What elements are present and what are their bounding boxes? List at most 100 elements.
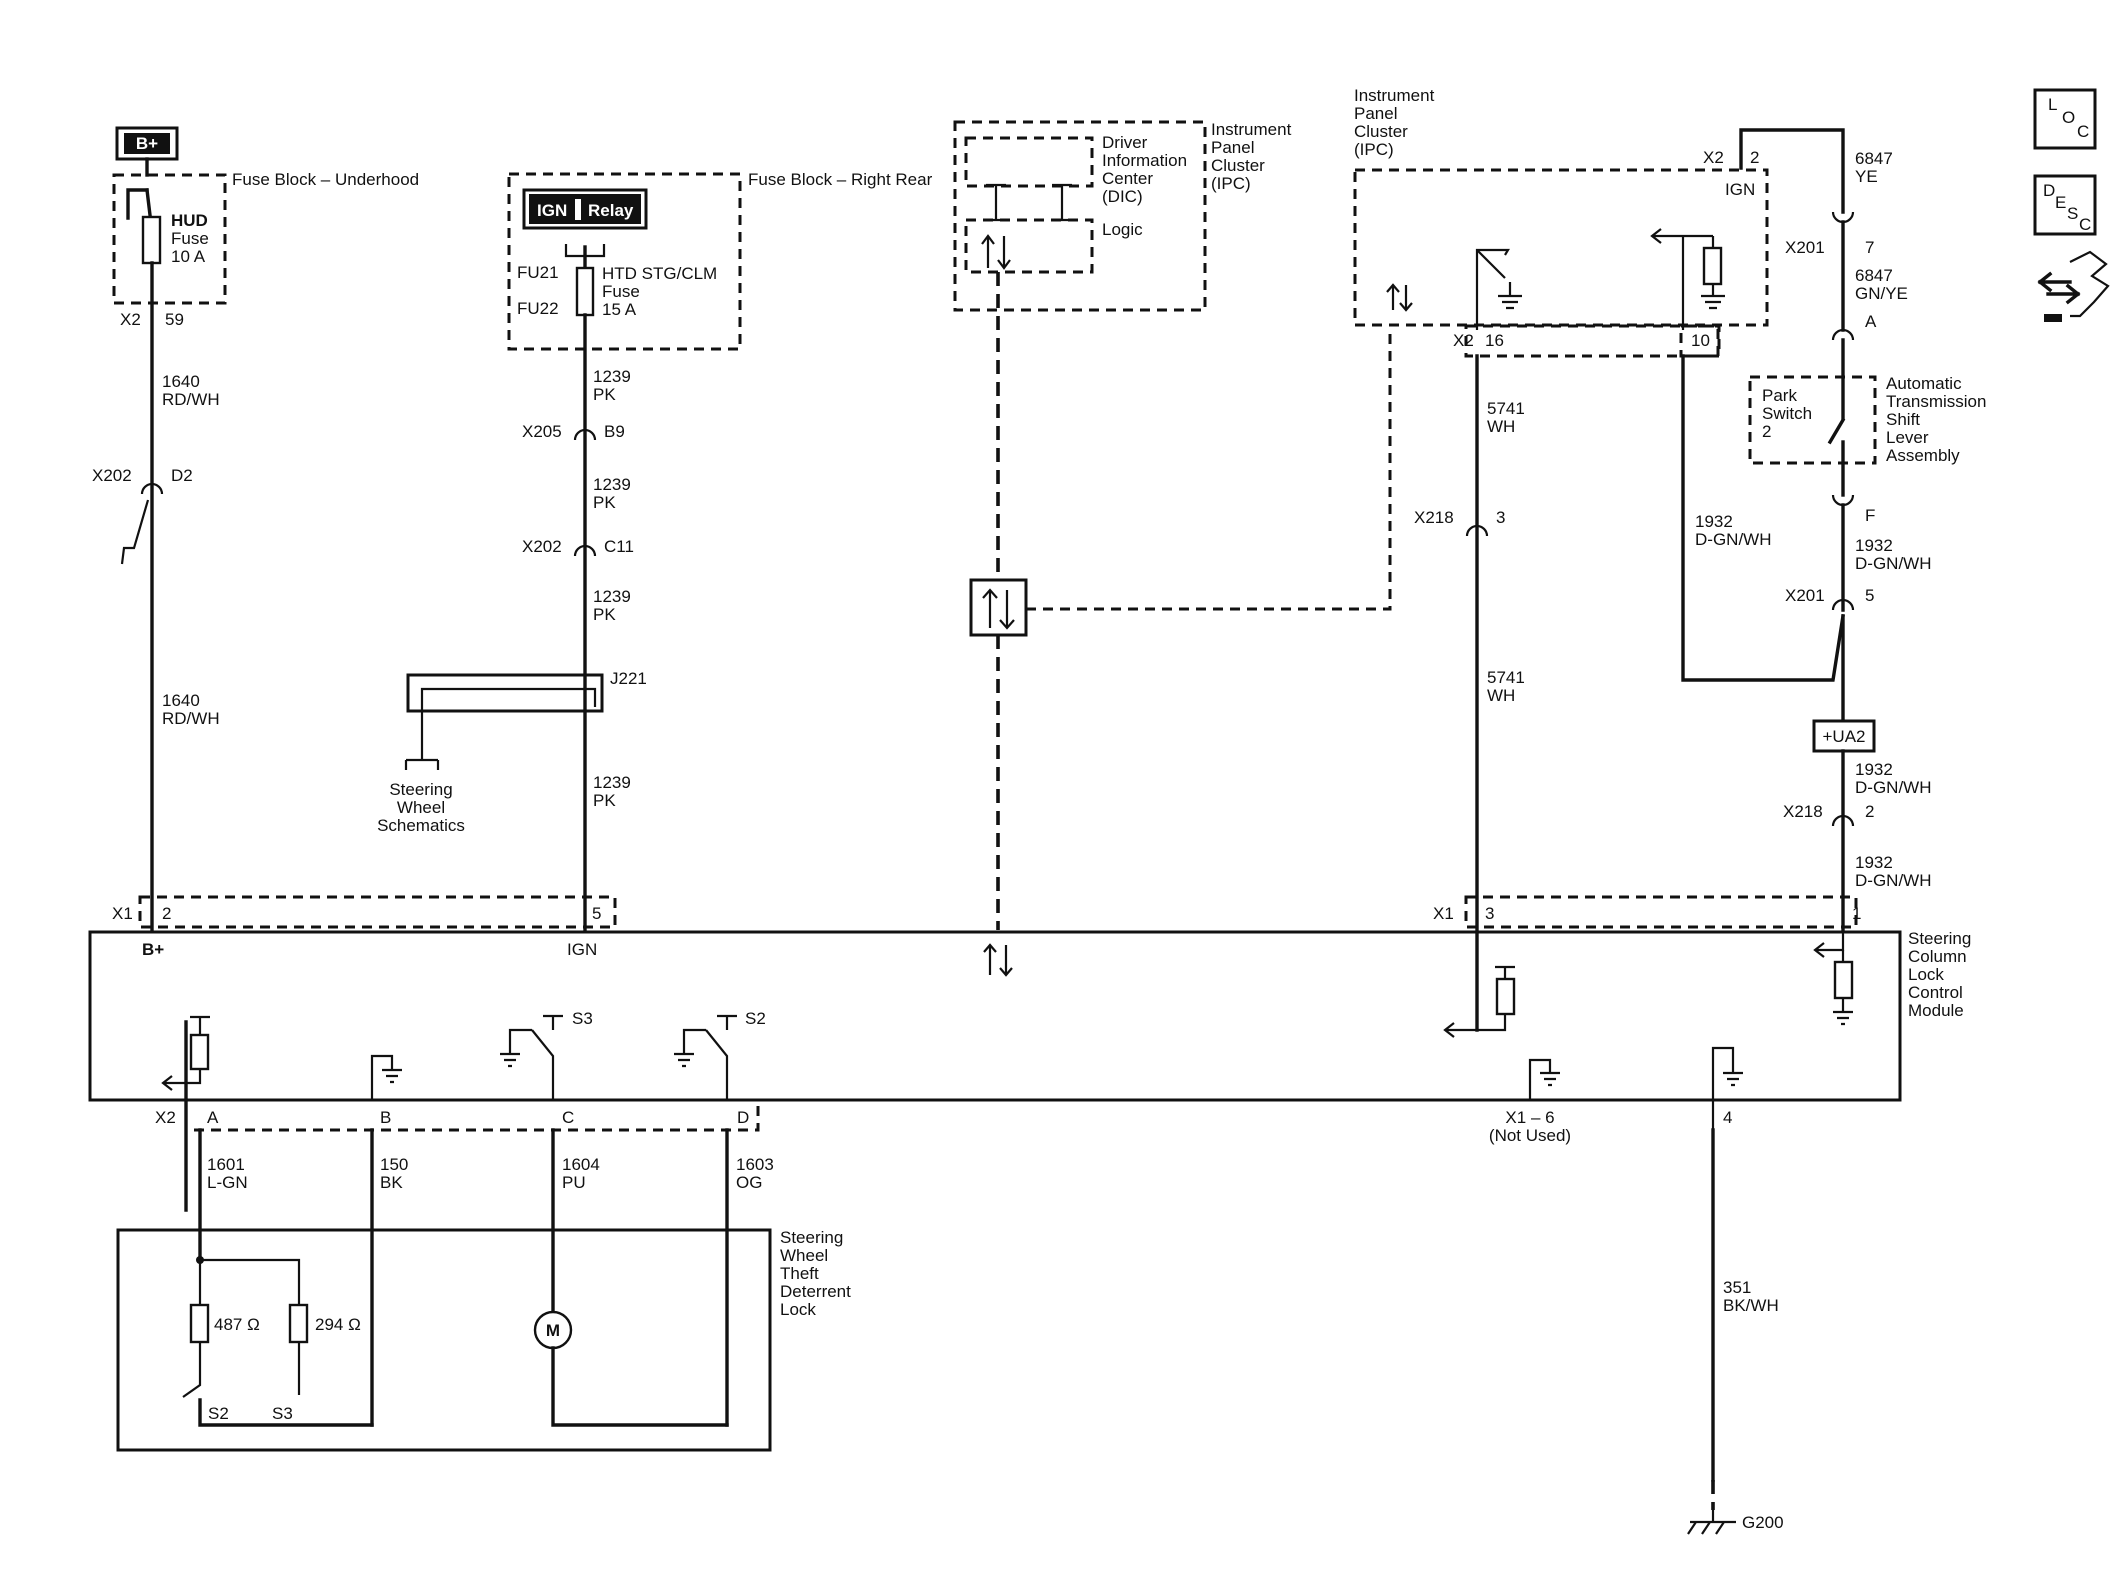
htd-stg-fuse-symbol: [575, 266, 595, 317]
hud-fuse-symbol: [141, 215, 162, 265]
wire-1603-circuit: 1603: [736, 1155, 774, 1174]
wire-351-color: BK/WH: [1723, 1296, 1779, 1315]
shift-lever-pin-a: A: [1865, 312, 1877, 331]
wire-1932-circuit-c: 1932: [1855, 760, 1893, 779]
wire-1603-color: OG: [736, 1173, 762, 1192]
logic-label: Logic: [1102, 220, 1143, 239]
wire-150-circuit: 150: [380, 1155, 408, 1174]
svg-text:5: 5: [592, 904, 601, 923]
svg-text:3: 3: [1485, 904, 1494, 923]
wire-6847-color-a: YE: [1855, 167, 1878, 186]
htd-stg-fuse-rating: 15 A: [602, 300, 637, 319]
svg-text:E: E: [2055, 193, 2066, 212]
svg-text:7: 7: [1865, 238, 1874, 257]
svg-text:3: 3: [1496, 508, 1505, 527]
svg-text:X218: X218: [1783, 802, 1823, 821]
connector-view-icon[interactable]: [2037, 250, 2110, 322]
svg-text:X1 – 6: X1 – 6: [1505, 1108, 1554, 1127]
connector-x218-2: X218 2: [1783, 802, 1874, 827]
ground-g200: G200: [1687, 1510, 1784, 1535]
wire-1932-color-b: D-GN/WH: [1855, 554, 1931, 573]
svg-text:X205: X205: [522, 422, 562, 441]
svg-text:D: D: [2043, 181, 2055, 200]
svg-text:C: C: [2079, 215, 2091, 234]
svg-text:X201: X201: [1785, 238, 1825, 257]
fuse-block-underhood-label: Fuse Block – Underhood: [232, 170, 419, 189]
wire-1932-circuit-b: 1932: [1855, 536, 1893, 555]
svg-text:S3: S3: [272, 1404, 293, 1423]
wire-5741-circuit-a: 5741: [1487, 399, 1525, 418]
svg-text:FU22: FU22: [517, 299, 559, 318]
svg-text:2: 2: [162, 904, 171, 923]
svg-text:16: 16: [1485, 331, 1504, 350]
svg-text:X202: X202: [522, 537, 562, 556]
htd-stg-fuse-word: Fuse: [602, 282, 640, 301]
svg-text:1: 1: [1852, 904, 1861, 923]
wire-1640-color-b: RD/WH: [162, 709, 220, 728]
htd-stg-fuse-name: HTD STG/CLM: [602, 264, 717, 283]
wire-1932-circuit-a: 1932: [1695, 512, 1733, 531]
svg-text:S2: S2: [208, 1404, 229, 1423]
description-icon[interactable]: D E S C: [2033, 174, 2097, 236]
svg-text:L: L: [2048, 95, 2057, 114]
wire-6847-circuit-a: 6847: [1855, 149, 1893, 168]
wire-1640-circuit-b: 1640: [162, 691, 200, 710]
location-icon[interactable]: L O C: [2033, 88, 2097, 150]
underhood-connector-name: X2: [120, 310, 141, 329]
svg-text:O: O: [2062, 108, 2075, 127]
fuse-block-right-rear: IGN Relay FU21 FU22 HTD STG/CLM Fuse 15 …: [507, 170, 933, 351]
svg-text:10: 10: [1691, 331, 1710, 350]
svg-text:B9: B9: [604, 422, 625, 441]
module-serial-data-arrows: [983, 943, 1013, 977]
wire-5741-color-a: WH: [1487, 417, 1515, 436]
svg-text:C: C: [2077, 122, 2089, 141]
svg-text:X201: X201: [1785, 586, 1825, 605]
connector-x201-5: X201 5: [1785, 586, 1874, 611]
svg-text:C11: C11: [604, 537, 634, 556]
wire-1601-color: L-GN: [207, 1173, 248, 1192]
underhood-connector-pin: 59: [165, 310, 184, 329]
hud-fuse-name: HUD: [171, 211, 208, 230]
connector-x218-3: X218 3: [1414, 508, 1505, 537]
ign-relay-word: Relay: [588, 201, 634, 220]
svg-text:J221: J221: [610, 669, 647, 688]
wire-1239-color-a: PK: [593, 385, 616, 404]
svg-text:294 Ω: 294 Ω: [315, 1315, 361, 1334]
wire-6847-color-b: GN/YE: [1855, 284, 1908, 303]
wire-1239-color-d: PK: [593, 791, 616, 810]
wire-5741-circuit-b: 5741: [1487, 668, 1525, 687]
wire-1932-color-c: D-GN/WH: [1855, 778, 1931, 797]
svg-text:5: 5: [1865, 586, 1874, 605]
svg-text:S: S: [2067, 204, 2078, 223]
svg-text:M: M: [546, 1321, 560, 1340]
svg-text:S3: S3: [572, 1009, 593, 1028]
wire-6847-circuit-b: 6847: [1855, 266, 1893, 285]
svg-text:X1: X1: [112, 904, 133, 923]
svg-text:X218: X218: [1414, 508, 1454, 527]
svg-text:A: A: [207, 1108, 219, 1127]
svg-text:C: C: [562, 1108, 574, 1127]
fuse-block-underhood: B+ HUD Fuse 10 A Fuse Block – Underhood …: [112, 126, 419, 932]
hud-fuse-word: Fuse: [171, 229, 209, 248]
ign-relay-name: IGN: [537, 201, 567, 220]
svg-text:2: 2: [1865, 802, 1874, 821]
svg-text:+UA2: +UA2: [1823, 727, 1866, 746]
wire-1239-circuit-d: 1239: [593, 773, 631, 792]
svg-text:D: D: [737, 1108, 749, 1127]
connector-x202-d2: X202 D2: [92, 466, 193, 565]
wire-1239-color-c: PK: [593, 605, 616, 624]
hud-fuse-rating: 10 A: [171, 247, 206, 266]
svg-text:X2: X2: [1453, 331, 1474, 350]
svg-text:S2: S2: [745, 1009, 766, 1028]
connector-x201-7: X201 7: [1785, 211, 1874, 257]
